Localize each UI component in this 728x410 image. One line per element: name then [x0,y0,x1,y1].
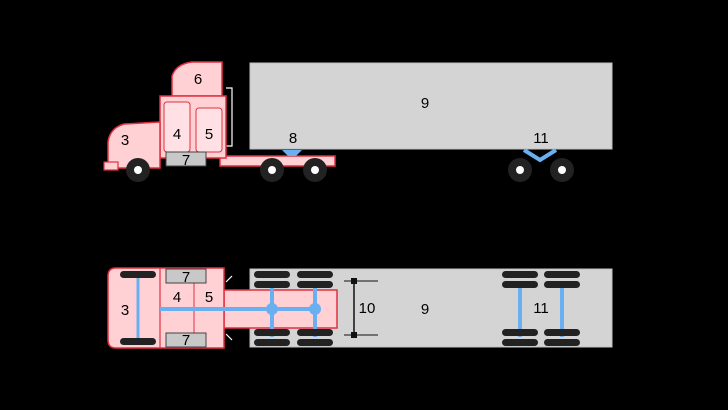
drive-axle-2-top [297,271,333,346]
label-fuel-tank-top-left: 7 [182,269,190,286]
front-tire-top-left [120,271,156,278]
label-trailer-side: 9 [421,95,429,112]
drive-axle-1-top [254,271,290,346]
label-fuel-tank-top-right: 7 [182,332,190,349]
label-cab-rear-top: 5 [205,289,213,306]
label-cab-front-top: 4 [173,289,181,306]
cab-window-rear [195,107,223,153]
front-wheel-side [126,158,150,182]
label-front-axle-top: 3 [121,302,129,319]
drive-wheel-2-side [303,158,327,182]
cab-fairing-bracket [226,87,233,147]
trailer-axle-2-top [544,271,580,346]
bumper-side [103,161,119,171]
fuel-tank-side [165,151,207,167]
width-dimension-marker [344,278,378,338]
trailer-wheel-1-side [508,158,532,182]
trailer-axle-1-top [502,271,538,346]
label-trailer-axles-side: 11 [533,130,549,147]
label-trailer-axles-top: 11 [533,300,549,317]
side-view: 6 4 5 3 7 8 9 11 [103,61,613,182]
trailer-suspension-side [522,148,558,163]
mirror-left-top [225,275,233,283]
trailer-wheel-2-side [550,158,574,182]
trailer-side [249,62,613,150]
drive-wheel-1-side [260,158,284,182]
label-fifth-wheel: 8 [289,130,297,147]
label-cab-rear: 5 [205,126,213,143]
fuel-tank-top-left [165,268,207,284]
fifth-wheel-side [282,150,302,156]
label-front-axle-side: 3 [121,132,129,149]
fuel-tank-top-right [165,332,207,348]
label-fuel-tank-side: 7 [182,152,190,169]
label-trailer-top: 9 [421,301,429,318]
label-cab-front: 4 [173,126,181,143]
hood-side [107,121,161,169]
front-tire-top-right [120,338,156,345]
mirror-right-top [225,333,233,341]
top-view: 3 4 5 7 7 10 9 11 [107,267,613,349]
label-sleeper: 6 [194,71,202,88]
label-trailer-width: 10 [359,300,376,317]
sleeper-side [171,61,223,97]
